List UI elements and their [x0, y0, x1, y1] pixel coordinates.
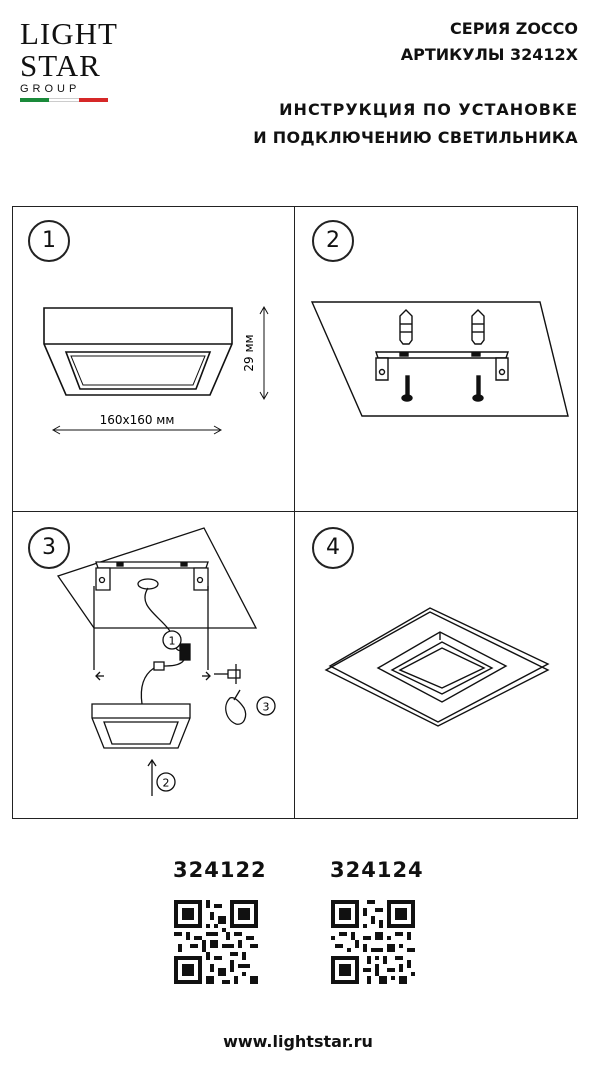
screwdriver-icon: [214, 664, 241, 684]
step-2-bracket-mounting: [310, 301, 569, 417]
svg-text:2: 2: [163, 777, 170, 790]
step-1-fixture-dimensions: 160x160 мм 29 мм: [43, 305, 269, 435]
steps-grid: [12, 206, 578, 819]
dim-height-label: 29 мм: [242, 334, 256, 371]
callout-1: 1: [162, 630, 182, 650]
instruction-title-line1: ИНСТРУКЦИЯ ПО УСТАНОВКЕ: [279, 100, 578, 119]
step-3-badge: 3: [28, 527, 70, 569]
step-3-wiring-install: 1 2 3: [56, 527, 276, 796]
callout-2: 2: [156, 772, 176, 792]
screw-icon: [401, 375, 484, 402]
step-2-badge: 2: [312, 220, 354, 262]
logo-line-group: GROUP: [20, 83, 81, 95]
dim-width-label: 160x160 мм: [100, 413, 175, 427]
callout-3: 3: [256, 696, 276, 716]
step-4-installed-fixture: [324, 607, 550, 727]
svg-text:1: 1: [169, 635, 176, 648]
svg-text:3: 3: [263, 701, 270, 714]
series-title: СЕРИЯ ZOCCO: [450, 19, 578, 38]
logo-line-star: STAR: [20, 48, 101, 83]
qr-code-icon: [331, 900, 415, 984]
grid-divider-vertical: [294, 206, 295, 819]
terminal-block-icon: [179, 643, 191, 661]
step-1-badge: 1: [28, 220, 70, 262]
hand-icon: [225, 696, 247, 725]
logo-line-light: LIGHT: [20, 16, 118, 51]
mounting-bracket-icon: [375, 351, 509, 381]
dowel-icon: [399, 309, 485, 345]
articles-title: АРТИКУЛЫ 32412X: [400, 45, 578, 64]
ceiling-plane: [310, 301, 569, 417]
step-4-badge: 4: [312, 527, 354, 569]
website-link[interactable]: www.lightstar.ru: [223, 1032, 373, 1051]
italian-flag-icon: [20, 98, 108, 102]
instruction-title-line2: И ПОДКЛЮЧЕНИЮ СВЕТИЛЬНИКА: [253, 128, 578, 147]
qr-code-icon: [174, 900, 258, 984]
ceiling-plane: [56, 527, 258, 629]
article-number-1: 324122: [173, 858, 267, 882]
brand-logo: LIGHT STAR GROUP: [20, 18, 120, 133]
article-number-2: 324124: [330, 858, 424, 882]
grid-divider-horizontal: [12, 511, 578, 512]
